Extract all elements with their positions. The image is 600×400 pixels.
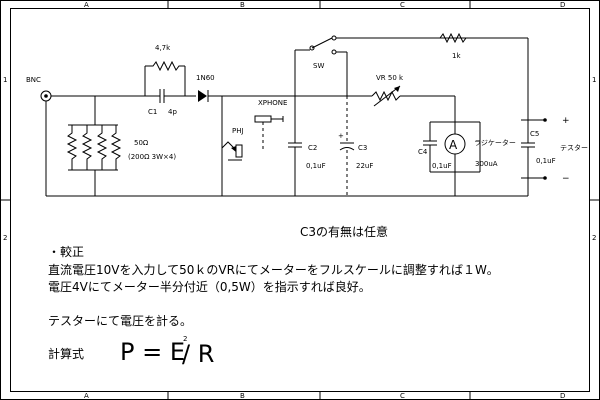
c2-value: 0,1uF (306, 162, 326, 170)
c4-value: 0,1uF (432, 162, 452, 170)
col-marker-d-bottom: D (560, 392, 565, 400)
bnc-label: BNC (26, 76, 41, 84)
col-marker-d: D (560, 1, 565, 9)
diode-icon (198, 90, 209, 102)
shunt-value: 50Ω (134, 139, 149, 147)
variable-resistor-50k (371, 90, 401, 102)
tester-plus-terminal-icon (535, 118, 547, 122)
row-marker-2: 2 (3, 234, 7, 242)
resistor-1k (432, 32, 470, 44)
shunt-resistor-array (66, 125, 122, 170)
inner-frame (10, 8, 590, 392)
c3-value: 22uF (356, 162, 373, 170)
bnc-connector-icon (40, 90, 52, 102)
phone-jack-icon (221, 135, 243, 161)
switch-icon (309, 35, 337, 55)
col-marker-c-bottom: C (400, 392, 405, 400)
meter-value: 300uA (475, 160, 498, 168)
meter-label: ラジケーター (474, 138, 516, 147)
c3-plus: + (338, 132, 344, 140)
formula-main: P = E (120, 338, 185, 366)
calibration-line-2: 電圧4Vにてメーター半分付近（0,5W）を指示すれば良好。 (48, 279, 371, 294)
c5-label: C5 (530, 130, 539, 138)
resistor-4k7 (145, 60, 185, 72)
row-marker-1-right: 1 (592, 76, 596, 84)
r47k-label: 4,7k (155, 44, 171, 52)
calibration-title: ・較正 (48, 244, 84, 259)
phj-label: PHJ (232, 127, 244, 135)
tester-plus-sign: + (562, 116, 570, 126)
calibration-line-1: 直流電圧10Vを入力して50ｋのVRにてメーターをフルスケールに調整すれば１W。 (48, 262, 499, 277)
col-marker-b: B (240, 1, 245, 9)
c4-label: C4 (418, 148, 428, 156)
row-marker-1: 1 (3, 76, 7, 84)
tester-note: テスターにて電圧を計る。 (48, 313, 192, 328)
col-marker-b-bottom: B (240, 392, 245, 400)
xphone-label: XPHONE (258, 99, 287, 107)
vr-label: VR 50 k (376, 74, 404, 82)
tester-minus-sign: − (562, 174, 570, 184)
tester-minus-terminal-icon (535, 176, 547, 180)
c3-optional-note: C3の有無は任意 (300, 224, 388, 239)
col-marker-a: A (84, 1, 89, 9)
diode-label: 1N60 (196, 74, 215, 82)
c1-label: C1 (148, 108, 157, 116)
formula-exponent: 2 (183, 335, 187, 343)
ammeter-icon: A (444, 133, 466, 155)
r1k-label: 1k (452, 52, 461, 60)
circuit: BNC 50Ω (200Ω 3W×4) 4,7k C1 4p (26, 32, 588, 197)
meter-symbol: A (449, 138, 458, 152)
formula-tail: / R (182, 340, 214, 368)
c1-value: 4p (168, 108, 177, 116)
c5-value: 0,1uF (536, 157, 556, 165)
shunt-detail: (200Ω 3W×4) (128, 153, 176, 161)
xphone-plug-icon (254, 115, 284, 150)
tester-label: テスター (560, 143, 588, 152)
switch-label: SW (313, 62, 324, 70)
c2-label: C2 (308, 144, 317, 152)
row-marker-2-right: 2 (592, 234, 596, 242)
c3-label: C3 (358, 144, 367, 152)
col-marker-a-bottom: A (84, 392, 89, 400)
col-marker-c: C (400, 1, 405, 9)
formula-label: 計算式 (48, 346, 84, 361)
